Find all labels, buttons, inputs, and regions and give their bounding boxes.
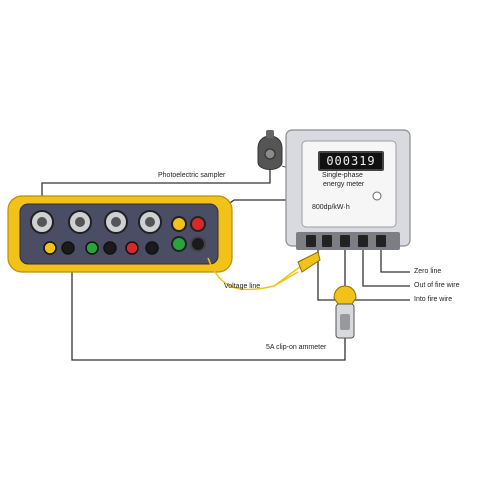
- meter-constant: 800dp/kW·h: [312, 204, 350, 211]
- meter-name-line1: Single-phase: [322, 172, 363, 179]
- current-cable: [71, 250, 346, 361]
- photoelectric-sampler: [257, 130, 283, 170]
- label-zero-line: Zero line: [414, 268, 442, 275]
- voltage-terminals: [171, 216, 206, 252]
- meter-reading: 000319: [326, 154, 376, 168]
- meter-terminals: [306, 235, 386, 247]
- label-out-of-fire-wire: Out of fire wire: [414, 282, 460, 289]
- zero-line-wire: [380, 245, 410, 273]
- round-connectors: [30, 210, 162, 234]
- label-voltage-line: Voltage line: [224, 283, 261, 290]
- test-instrument: [7, 195, 233, 273]
- voltage-clip-icon: [297, 251, 321, 273]
- into-fire-wire: [317, 245, 410, 301]
- label-clip-on-ammeter: 5A clip-on ammeter: [266, 344, 327, 351]
- label-photoelectric-sampler: Photoelectric sampler: [158, 172, 226, 179]
- out-fire-wire: [362, 245, 410, 287]
- clip-on-ammeter: [333, 285, 357, 339]
- clamp-jaw-icon: [333, 285, 357, 305]
- meter-reading-display: 000319: [318, 151, 384, 171]
- label-into-fire-wire: Into fire wire: [414, 296, 453, 303]
- pulse-led-icon: [372, 191, 382, 201]
- banana-sockets: [43, 241, 159, 255]
- meter-name-line2: energy meter: [323, 181, 365, 188]
- energy-meter: [285, 129, 411, 250]
- voltage-line: [207, 251, 321, 291]
